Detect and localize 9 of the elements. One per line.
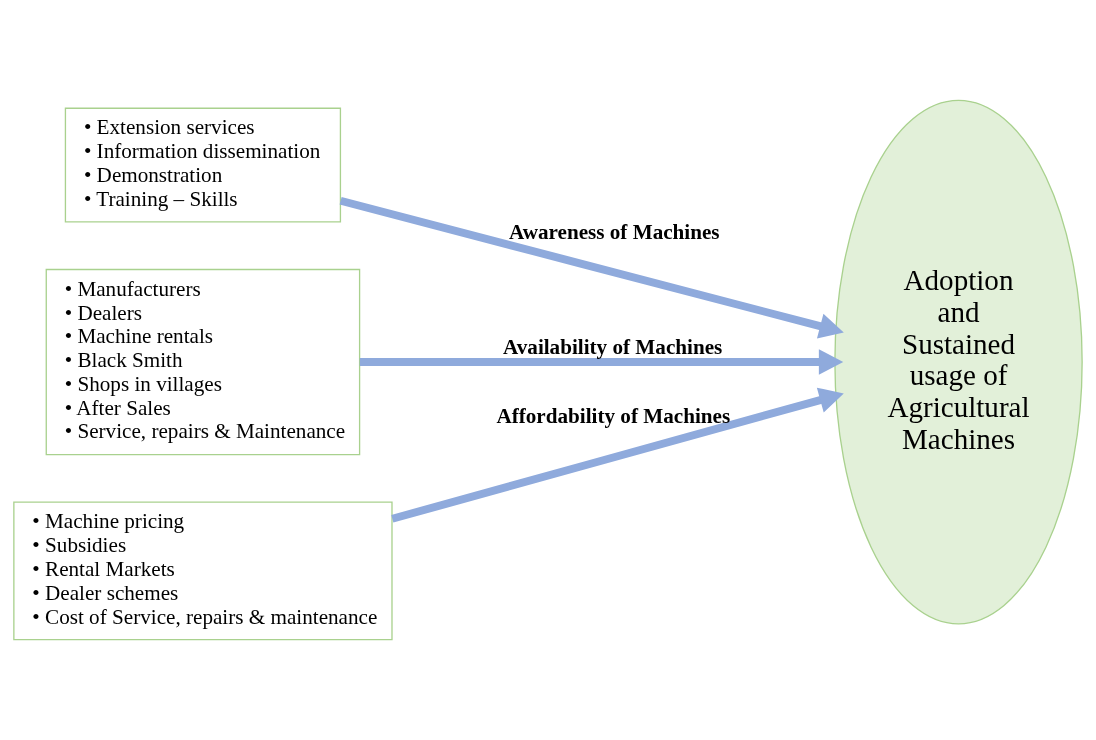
edge-label: Affordability of Machines xyxy=(496,403,731,428)
node-box: • Extension services • Information dissemination • Demonstration • Training – Skills xyxy=(64,107,342,223)
node-ellipse: Adoption and Sustained usage of Agricultural Machines xyxy=(834,99,1083,625)
edge-label: Availability of Machines xyxy=(503,334,723,359)
arrow xyxy=(339,196,844,339)
node-box: • Machine pricing • Subsidies • Rental Markets • Dealer schemes • Cost of Service, repairs & maintenance xyxy=(13,501,393,641)
arrow xyxy=(391,387,844,523)
edge-label: Awareness of Machines xyxy=(509,219,720,244)
node-box: • Manufacturers • Dealers • Machine rentals • Black Smith • Shops in villages • After Sales • Service, repairs & Maintenance xyxy=(45,268,361,456)
